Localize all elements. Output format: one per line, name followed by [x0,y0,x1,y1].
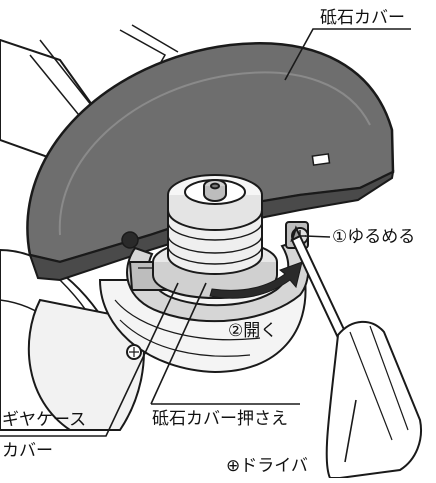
screwdriver [290,225,422,479]
leader-guard-clamp [150,282,207,405]
leader-wheel-guard [284,28,411,81]
spindle-flange [152,174,278,300]
label-gear-case-line1: ギヤケース [2,410,86,430]
label-screwdriver: ⊕ドライバ [226,456,308,476]
label-loosen: ①ゆるめる [332,227,415,247]
label-gear-case-line2: カバー [2,441,53,461]
leader-lines [0,28,411,463]
leader-loosen [304,235,331,238]
leader-screwdriver [344,399,357,463]
label-wheel-guard: 砥石カバー [320,8,405,28]
label-open: ②開く [228,321,277,341]
leader-gear-case [0,282,179,437]
label-guard-clamp: 砥石カバー押さえ [152,409,288,429]
